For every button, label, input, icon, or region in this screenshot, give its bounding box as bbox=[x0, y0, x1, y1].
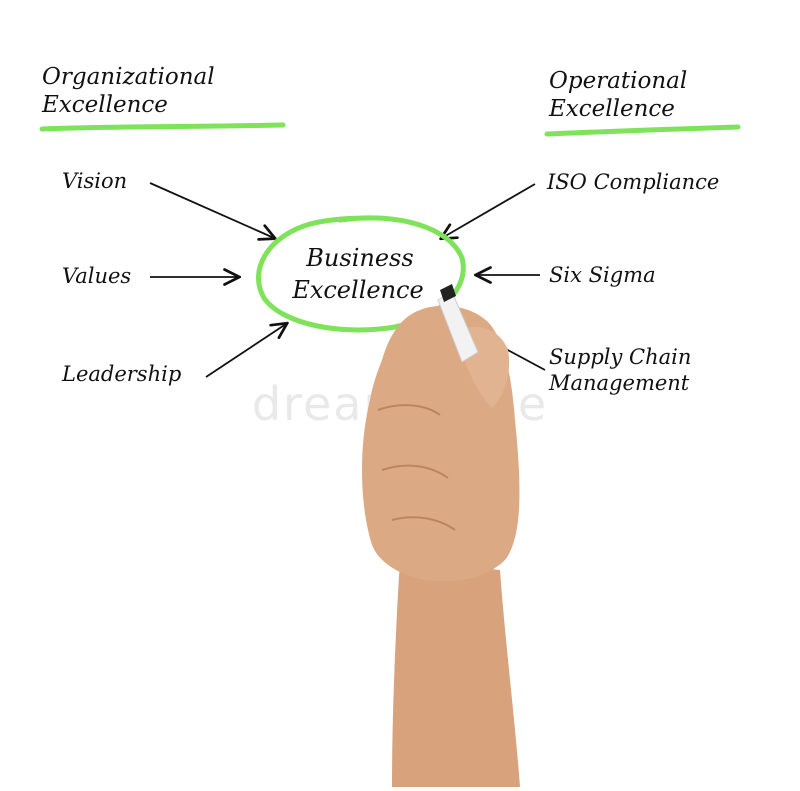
header-operational-line2: Excellence bbox=[548, 96, 675, 122]
center-label-line2: Excellence bbox=[291, 276, 423, 304]
arrow-iso-compliance bbox=[442, 183, 536, 238]
forearm bbox=[392, 560, 520, 787]
header-organizational-underline bbox=[39, 122, 286, 132]
center-label-line1: Business bbox=[305, 244, 413, 272]
item-supply-chain-line1: Supply Chain bbox=[549, 345, 691, 369]
knuckle-shadow-2 bbox=[381, 464, 449, 479]
hand-with-marker-illustration bbox=[362, 284, 520, 787]
item-vision: Vision bbox=[62, 169, 127, 193]
header-operational-underline bbox=[544, 124, 741, 137]
marker-tip bbox=[440, 284, 456, 302]
item-values: Values bbox=[62, 264, 131, 288]
knuckle-shadow-1 bbox=[377, 404, 441, 416]
knuckle-shadow-3 bbox=[391, 516, 456, 531]
arrow-leadership bbox=[205, 324, 286, 378]
item-six-sigma: Six Sigma bbox=[549, 263, 656, 287]
header-operational-line1: Operational bbox=[549, 68, 687, 94]
item-iso-compliance: ISO Compliance bbox=[546, 170, 719, 194]
arrow-vision bbox=[149, 182, 274, 238]
header-organizational-line2: Excellence bbox=[41, 92, 168, 118]
item-leadership: Leadership bbox=[61, 362, 181, 386]
item-supply-chain-line2: Management bbox=[548, 371, 690, 395]
header-organizational-line1: Organizational bbox=[42, 64, 215, 90]
center-ellipse bbox=[256, 215, 466, 333]
